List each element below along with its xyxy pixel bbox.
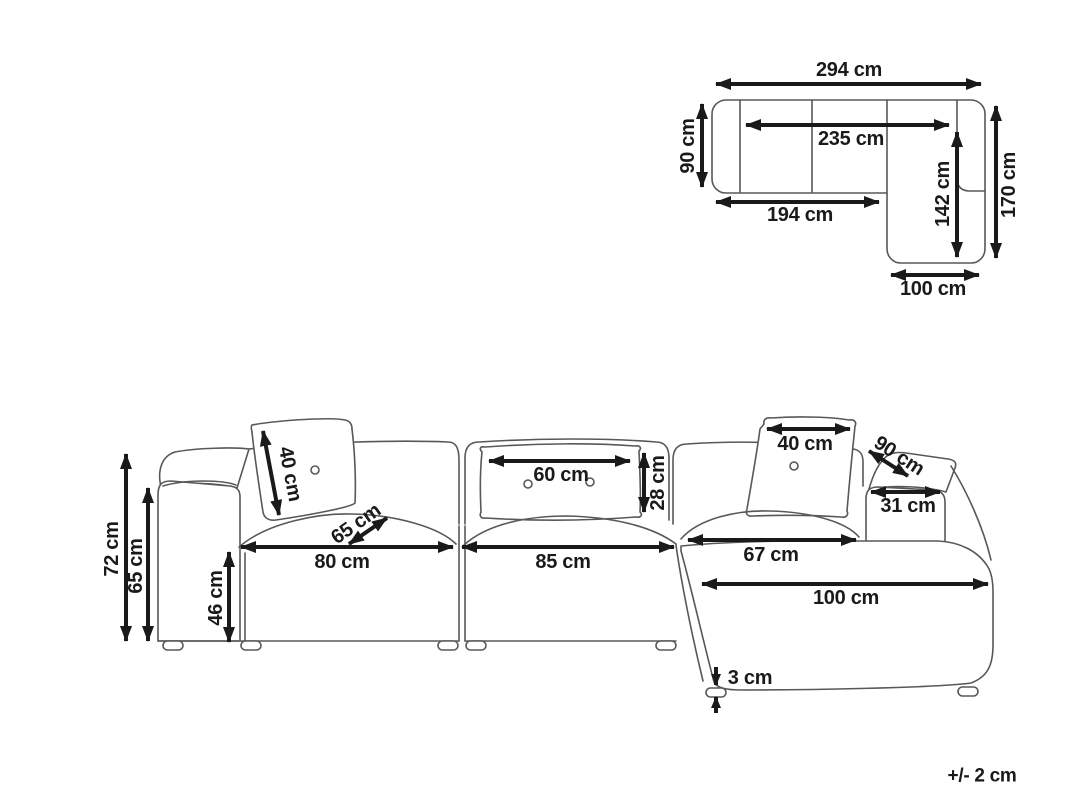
dim-front-lumbar-width: 60 cm xyxy=(533,464,589,486)
dim-front-armrest-depth: 90 cm xyxy=(869,431,929,481)
pillow-right-button xyxy=(789,461,799,471)
leg xyxy=(240,640,262,651)
seat-cushion-middle xyxy=(463,515,677,546)
dim-front-middle-seat-width: 85 cm xyxy=(535,551,591,573)
arrow-65-seat-depth xyxy=(347,516,389,546)
armrest-left-front-face xyxy=(157,480,241,642)
pillow-middle-button-left xyxy=(523,479,533,489)
dim-top-side-depth: 90 cm xyxy=(677,118,699,174)
backrest-middle xyxy=(464,438,670,525)
dim-front-right-cushion: 40 cm xyxy=(777,433,833,455)
dim-top-overall-width: 294 cm xyxy=(815,59,883,81)
dim-front-armrest-height: 65 cm xyxy=(125,538,147,594)
pillow-middle-button-right xyxy=(585,477,595,487)
dim-front-leg-height: 3 cm xyxy=(727,667,773,689)
leg xyxy=(465,640,487,651)
leg xyxy=(957,686,979,697)
leg xyxy=(437,640,459,651)
leg xyxy=(655,640,677,651)
arrow-90-armrest xyxy=(867,449,910,478)
leg xyxy=(162,640,184,651)
arrow-40-left-pillow xyxy=(259,430,283,516)
pillow-right xyxy=(745,416,857,518)
dim-front-right-seat-width: 67 cm xyxy=(743,544,799,566)
dim-top-inner-width: 235 cm xyxy=(817,128,885,150)
dimension-arrows xyxy=(120,78,1002,713)
dim-front-lumbar-height: 28 cm xyxy=(647,455,669,511)
seat-cushion-left xyxy=(238,513,457,548)
dim-front-seat-depth: 65 cm xyxy=(327,499,385,549)
dim-top-chaise-width: 100 cm xyxy=(899,278,967,300)
armrest-right-outer-edge xyxy=(950,465,992,561)
dim-top-chaise-outer: 170 cm xyxy=(998,151,1020,219)
dim-front-left-cushion: 40 cm xyxy=(273,444,307,504)
armrest-left-piping xyxy=(162,480,237,487)
dim-front-overall-height: 72 cm xyxy=(101,521,123,577)
dim-front-chaise-length: 100 cm xyxy=(812,587,880,609)
dim-top-chaise-inner: 142 cm xyxy=(932,160,954,228)
tolerance-note: +/- 2 cm xyxy=(947,765,1017,787)
dim-front-armrest-width: 31 cm xyxy=(880,495,936,517)
dim-top-left-length: 194 cm xyxy=(766,204,834,226)
seat-cushion-right xyxy=(680,510,860,540)
pillow-left-button xyxy=(310,465,320,475)
dim-front-left-seat-width: 80 cm xyxy=(314,551,370,573)
dim-front-seat-height: 46 cm xyxy=(205,570,227,626)
gap-middle-chaise xyxy=(675,544,704,682)
